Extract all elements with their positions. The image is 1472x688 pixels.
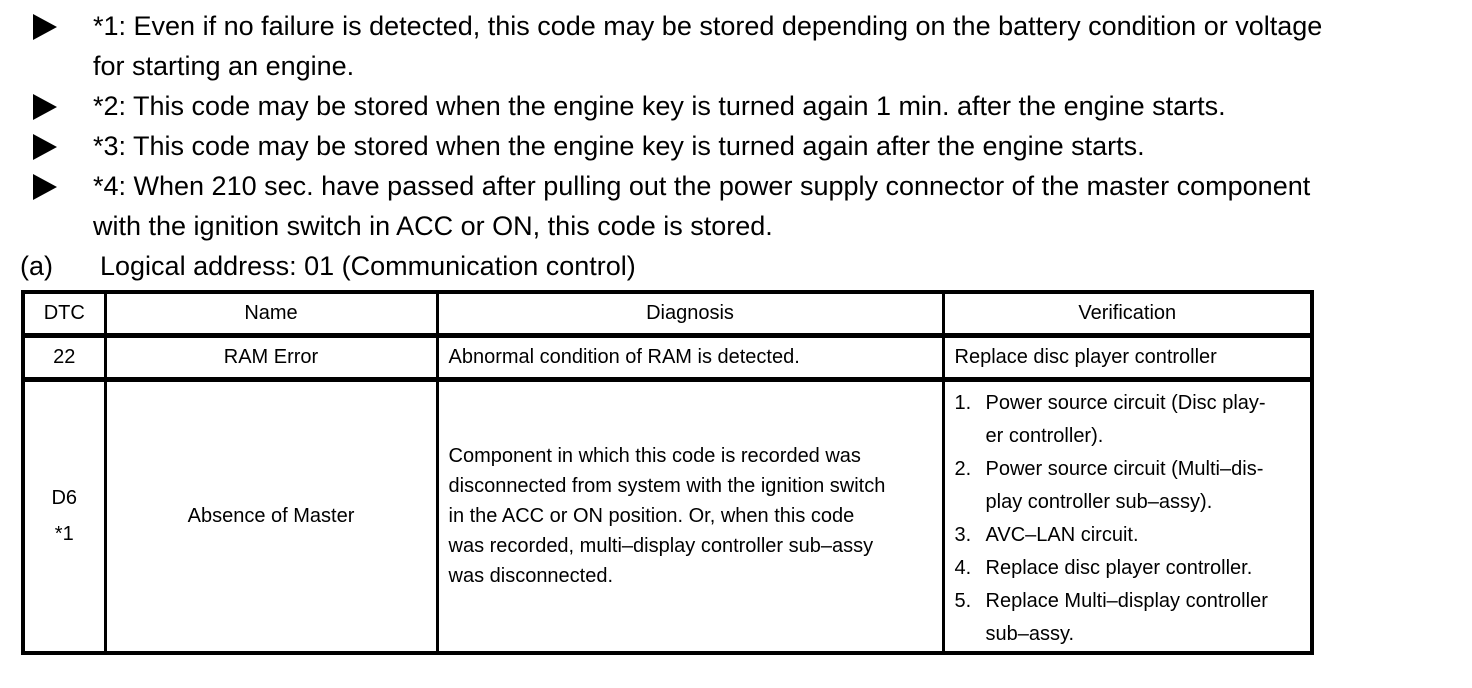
diagnosis-text: was disconnected. [448,565,614,587]
notes-list: *1: Even if no failure is detected, this… [0,6,1472,246]
name-cell: Absence of Master [103,377,439,654]
list-number: 1. [954,391,972,414]
list-number: 2. [954,457,972,480]
dtc-code-cell: D6 *1 [21,377,107,654]
right-triangle-bullet-icon [33,94,57,120]
dtc-code: D6 [51,487,78,509]
verification-cell: 1. Power source circuit (Disc play- er c… [941,377,1314,654]
diagnosis-text: Component in which this code is recorded… [448,445,861,467]
verification-text: sub–assy. [985,622,1075,645]
column-header-verification: Verification [941,290,1314,338]
diagnosis-text: in the ACC or ON position. Or, when this… [448,505,855,527]
section-label: (a) [20,251,53,281]
note-item: *1: Even if no failure is detected, this… [33,6,1472,86]
note-text: with the ignition switch in ACC or ON, t… [93,211,773,241]
column-header-dtc: DTC [21,290,107,338]
verification-list-item: 1. Power source circuit (Disc play- er c… [955,387,1307,453]
verification-text: er controller). [985,424,1104,447]
note-item: *3: This code may be stored when the eng… [33,126,1472,166]
table-row: 22 RAM Error Abnormal condition of RAM i… [21,333,1314,382]
verification-list-item: 4. Replace disc player controller. [955,552,1307,585]
diagnosis-cell: Component in which this code is recorded… [435,377,945,654]
dtc-footnote-ref: *1 [54,523,74,545]
verification-text: Power source circuit (Multi–dis- [985,457,1264,480]
verification-text: AVC–LAN circuit. [985,523,1139,546]
table-header-row: DTC Name Diagnosis Verification [21,290,1314,338]
note-text: *2: This code may be stored when the eng… [93,91,1226,121]
right-triangle-bullet-icon [33,174,57,200]
note-item: *4: When 210 sec. have passed after pull… [33,166,1472,246]
column-header-name: Name [103,290,439,338]
note-text: *1: Even if no failure is detected, this… [93,11,1323,41]
table-row: D6 *1 Absence of Master Component in whi… [21,377,1314,654]
right-triangle-bullet-icon [33,14,57,40]
verification-list-item: 2. Power source circuit (Multi–dis- play… [955,453,1307,519]
verification-text: Replace disc player controller. [985,556,1253,579]
note-text: for starting an engine. [93,51,355,81]
verification-cell: Replace disc player controller [941,333,1314,382]
section-title: Logical address: 01 (Communication contr… [100,251,636,281]
dtc-code-cell: 22 [21,333,107,382]
right-triangle-bullet-icon [33,134,57,160]
note-text: *4: When 210 sec. have passed after pull… [93,171,1311,201]
verification-text: Replace Multi–display controller [985,589,1268,612]
list-number: 5. [954,589,972,612]
verification-list-item: 5. Replace Multi–display controller sub–… [955,585,1307,651]
verification-list-item: 3. AVC–LAN circuit. [955,519,1307,552]
column-header-diagnosis: Diagnosis [435,290,945,338]
list-number: 3. [954,523,972,546]
note-text: *3: This code may be stored when the eng… [93,131,1145,161]
verification-text: Power source circuit (Disc play- [985,391,1266,414]
diagnosis-cell: Abnormal condition of RAM is detected. [435,333,945,382]
note-item: *2: This code may be stored when the eng… [33,86,1472,126]
list-number: 4. [954,556,972,579]
dtc-table: DTC Name Diagnosis Verification 22 RAM E… [21,290,1314,655]
name-cell: RAM Error [103,333,439,382]
verification-text: play controller sub–assy). [985,490,1213,513]
diagnosis-text: disconnected from system with the igniti… [448,475,886,497]
section-heading: (a) Logical address: 01 (Communication c… [0,246,1472,286]
diagnosis-text: was recorded, multi–display controller s… [448,535,874,557]
